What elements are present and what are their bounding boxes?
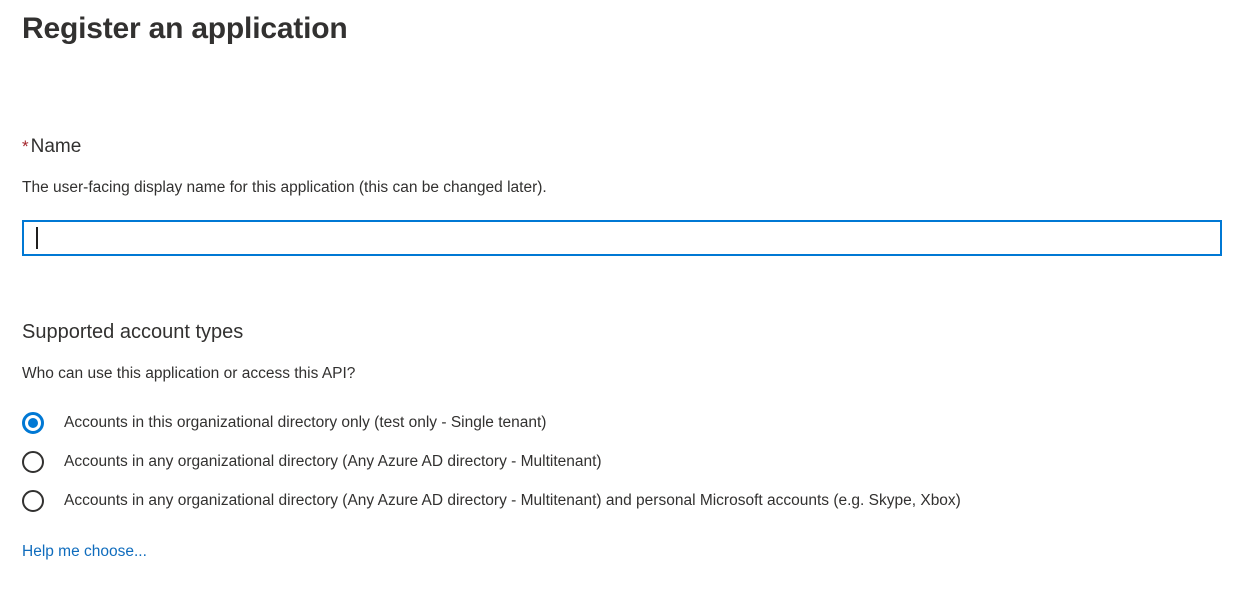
radio-option-label: Accounts in any organizational directory… [64,452,602,470]
supported-account-types-description: Who can use this application or access t… [22,365,356,382]
radio-option-multitenant-and-personal[interactable]: Accounts in any organizational directory… [22,481,1258,520]
name-field-label: *Name [22,47,1258,159]
radio-unselected-icon[interactable] [22,489,44,512]
radio-option-multitenant[interactable]: Accounts in any organizational directory… [22,442,1258,481]
name-label-text: Name [30,136,82,157]
radio-option-single-tenant[interactable]: Accounts in this organizational director… [22,403,1258,442]
required-asterisk-icon: * [22,137,29,156]
name-field-block: *Name The user-facing display name for t… [22,47,1258,256]
name-field-description: The user-facing display name for this ap… [22,179,547,196]
name-input[interactable] [24,222,1220,254]
radio-unselected-icon[interactable] [22,450,44,473]
page-title: Register an application [22,12,348,45]
radio-option-label: Accounts in this organizational director… [64,413,547,431]
supported-account-types-heading: Supported account types [22,321,244,343]
account-types-radio-group: Accounts in this organizational director… [22,403,1258,520]
help-me-choose-link[interactable]: Help me choose... [22,543,147,560]
radio-selected-icon[interactable] [22,411,44,434]
name-input-wrapper[interactable] [22,220,1222,256]
radio-option-label: Accounts in any organizational directory… [64,491,961,509]
